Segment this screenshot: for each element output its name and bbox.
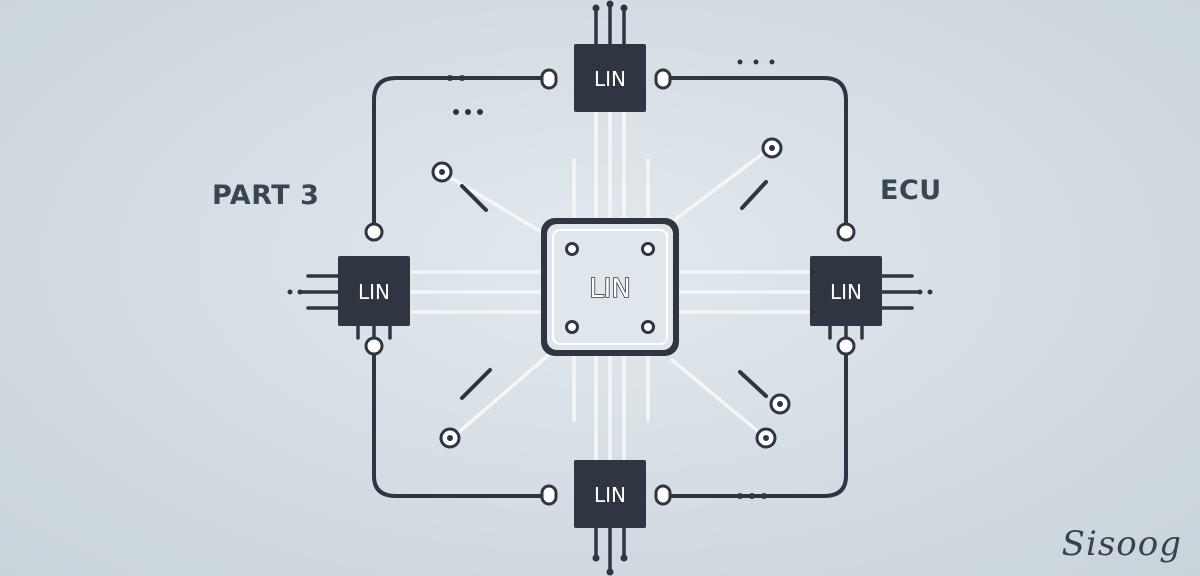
bus-connectors: [364, 68, 856, 506]
center-chip-screws: [565, 242, 655, 334]
accent-traces: [460, 180, 768, 400]
lin-chip-top-label: LIN: [594, 67, 626, 91]
lin-chip-center: LIN: [541, 218, 679, 356]
part-label: PART 3: [212, 180, 320, 211]
lin-chip-bottom: LIN: [574, 460, 646, 528]
lin-chip-bottom-label: LIN: [594, 483, 626, 507]
sisoog-watermark: Sisoog: [1061, 524, 1182, 564]
bus-loop: [372, 76, 848, 498]
lin-chip-left: LIN: [338, 256, 410, 326]
lin-chip-right: LIN: [810, 256, 882, 326]
lin-chip-top: LIN: [574, 44, 646, 112]
center-traces: [410, 110, 810, 460]
chip-pins: [298, 2, 922, 574]
lin-chip-right-label: LIN: [830, 280, 862, 304]
pin-tips: [592, 0, 628, 576]
terminal-pad-dots: [439, 145, 783, 441]
lin-chip-left-label: LIN: [358, 280, 390, 304]
lin-chip-center-label: LIN: [589, 274, 631, 304]
ecu-label: ECU: [880, 175, 942, 206]
ellipsis-marks: [287, 59, 933, 499]
